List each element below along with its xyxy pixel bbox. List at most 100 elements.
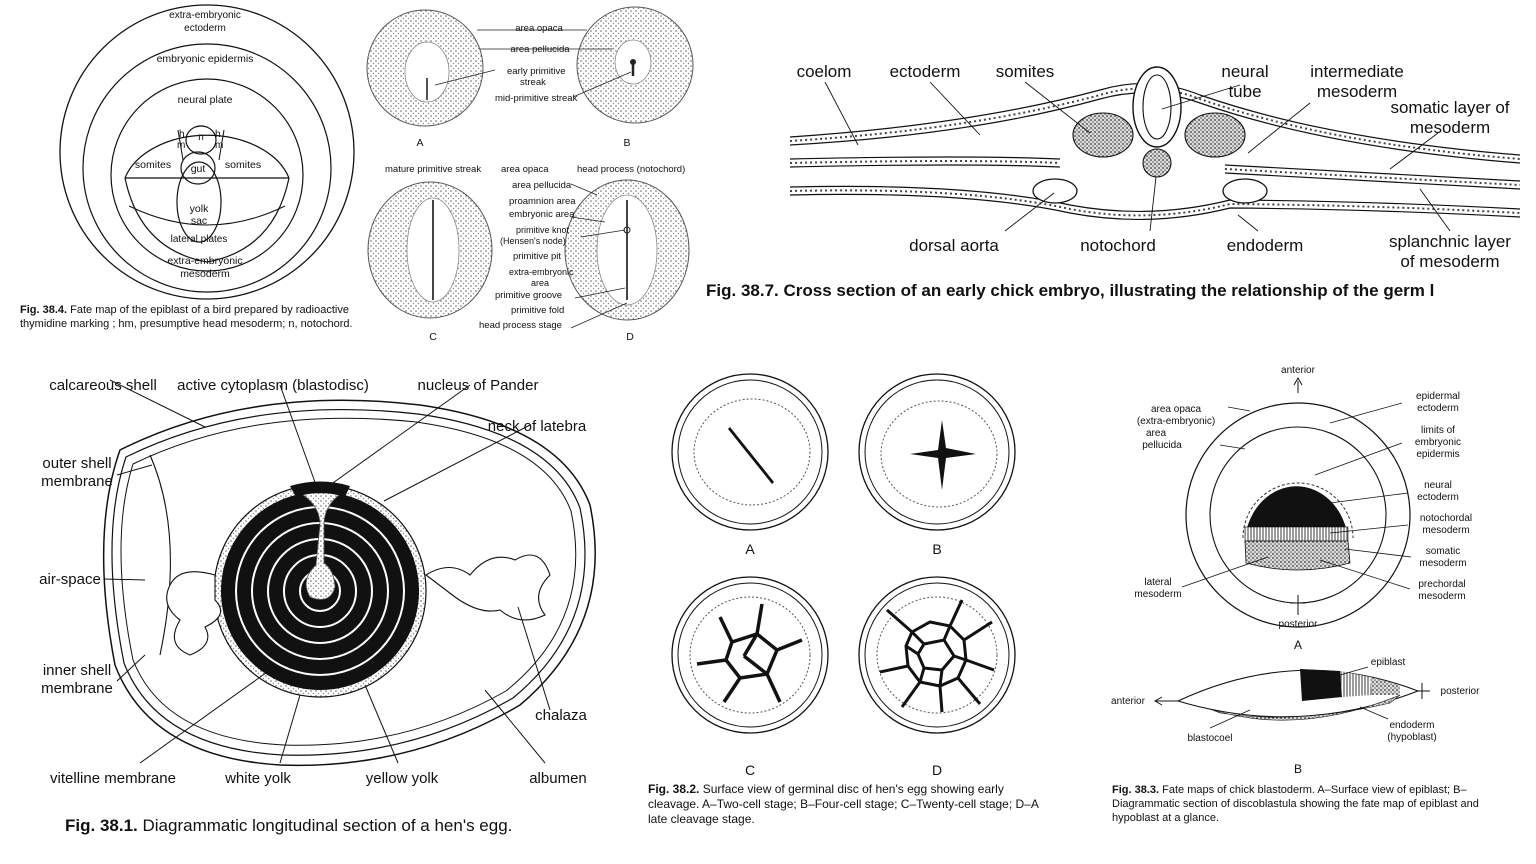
label-calcareous-shell: calcareous shell <box>49 377 157 394</box>
label-somatic-mesoderm-2: mesoderm <box>1419 558 1466 569</box>
label-prechordal-2: mesoderm <box>1418 591 1465 602</box>
label-area-opaca-bottom: area opaca <box>501 164 549 175</box>
fig-38-7-cross-section: coelom ectoderm somites neural tube inte… <box>770 55 1536 275</box>
label-n: n <box>198 132 204 143</box>
label-notochordal-1: notochordal <box>1420 513 1472 524</box>
label-m-left: m <box>177 140 185 151</box>
label-air-space: air-space <box>39 571 101 588</box>
fig-38-3-caption-number: Fig. 38.3. <box>1112 784 1160 796</box>
label-notochordal-2: mesoderm <box>1422 525 1469 536</box>
fig-38-7-caption: Fig. 38.7. Cross section of an early chi… <box>706 280 1536 301</box>
fig-38-1-caption-text: Diagrammatic longitudinal section of a h… <box>142 816 513 835</box>
cleavage-diagram: A B C D <box>671 373 1016 778</box>
label-primitive-knot-2: (Hensen's node) <box>500 236 566 246</box>
label-area-pellucida-2: pellucida <box>1142 440 1182 451</box>
label-mature-primitive-streak: mature primitive streak <box>385 164 481 175</box>
label-prechordal-1: prechordal <box>1418 579 1465 590</box>
label-neck-of-latebra: neck of latebra <box>488 418 587 435</box>
fig-38-4-caption: Fig. 38.4. Fate map of the epiblast of a… <box>20 304 365 332</box>
fig-38-1-caption: Fig. 38.1. Diagrammatic longitudinal sec… <box>65 815 625 836</box>
label-nucleus-of-pander: nucleus of Pander <box>418 377 539 394</box>
letter-cleavage-b: B <box>932 541 941 557</box>
label-intermediate-1: intermediate <box>1310 62 1404 81</box>
letter-stage-c: C <box>429 331 437 343</box>
label-head-process-stage: head process stage <box>479 320 562 331</box>
fig-38-3-caption-text: Fate maps of chick blastoderm. A–Surface… <box>1112 784 1479 824</box>
cross-section-diagram: coelom ectoderm somites neural tube inte… <box>789 62 1521 271</box>
label-outer-shell-1: outer shell <box>42 455 111 472</box>
blastoderm-diagram: anterior area opaca (extra-embryonic) ar… <box>1111 365 1481 776</box>
letter-fate-map-b: B <box>1294 762 1302 776</box>
label-gut: gut <box>191 163 206 175</box>
fig-38-4-caption-text: Fate map of the epiblast of a bird prepa… <box>20 304 353 330</box>
fig-38-7-caption-number: Fig. 38.7. <box>706 281 779 300</box>
fig-38-2-caption: Fig. 38.2. Surface view of germinal disc… <box>648 782 1058 827</box>
label-somites-left: somites <box>135 159 171 171</box>
label-notochord: notochord <box>1080 236 1156 255</box>
label-primitive-knot-1: primitive knot <box>516 225 570 235</box>
label-primitive-pit: primitive pit <box>513 251 561 262</box>
label-inner-shell-2: membrane <box>41 680 113 697</box>
label-neural-ectoderm-1: neural <box>1424 480 1452 491</box>
label-lateral-mesoderm-2: mesoderm <box>1134 589 1181 600</box>
label-extra-embryonic-area-2: area <box>531 278 549 288</box>
fig-38-3-blastoderm-fate-map: anterior area opaca (extra-embryonic) ar… <box>1100 345 1536 785</box>
label-area-opaca-1: area opaca <box>1151 404 1201 415</box>
label-primitive-fold: primitive fold <box>511 305 564 316</box>
label-inner-shell-1: inner shell <box>43 662 111 679</box>
label-blastocoel: blastocoel <box>1187 733 1232 744</box>
label-embryonic-area: embryonic area <box>509 209 575 220</box>
fig-38-2-caption-number: Fig. 38.2. <box>648 782 700 796</box>
label-area-pellucida-1: area <box>1146 428 1166 439</box>
label-yellow-yolk: yellow yolk <box>366 770 439 787</box>
label-somites-right: somites <box>225 159 261 171</box>
label-white-yolk: white yolk <box>224 770 291 787</box>
fig-38-1-egg-section: calcareous shell active cytoplasm (blast… <box>0 365 640 790</box>
letter-cleavage-c: C <box>745 762 755 778</box>
label-area-pellucida-bottom: area pellucida <box>512 180 572 191</box>
label-active-cytoplasm: active cytoplasm (blastodisc) <box>177 377 369 394</box>
label-endoderm: endoderm <box>1227 236 1304 255</box>
label-extra-embryonic-ectoderm-2: ectoderm <box>184 23 226 34</box>
label-yolk: yolk <box>190 203 209 215</box>
label-area-opaca-2: (extra-embryonic) <box>1137 416 1215 427</box>
letter-stage-a: A <box>416 137 423 149</box>
label-intermediate-2: mesoderm <box>1317 82 1397 101</box>
label-anterior-a: anterior <box>1281 365 1316 376</box>
label-extra-embryonic-mesoderm-1: extra-embryonic <box>167 255 242 267</box>
label-early-primitive-streak-2: streak <box>520 77 546 88</box>
fate-map-diagram: extra-embryonic ectoderm embryonic epide… <box>59 4 355 300</box>
label-splanchnic-2: of mesoderm <box>1400 252 1499 271</box>
label-extra-embryonic-ectoderm-1: extra-embryonic <box>169 10 241 21</box>
label-somatic-2: mesoderm <box>1410 118 1490 137</box>
label-neural-1: neural <box>1221 62 1268 81</box>
label-vitelline-membrane: vitelline membrane <box>50 770 176 787</box>
label-h-right: h <box>215 129 221 140</box>
letter-cleavage-a: A <box>745 541 755 557</box>
label-extra-embryonic-area-1: extra-embryonic <box>509 267 574 277</box>
label-mid-primitive-streak: mid-primitive streak <box>495 93 578 104</box>
label-splanchnic-1: splanchnic layer <box>1389 232 1511 251</box>
label-sac: sac <box>191 215 207 227</box>
label-area-opaca-top: area opaca <box>515 23 563 34</box>
label-ectoderm: ectoderm <box>890 62 961 81</box>
stages-diagram: area opaca area pellucida early primitiv… <box>366 6 694 343</box>
label-lateral-plates: lateral plates <box>171 234 228 245</box>
label-embryonic-epidermis: embryonic epidermis <box>157 53 254 65</box>
label-epiblast: epiblast <box>1371 657 1406 668</box>
label-neural-ectoderm-2: ectoderm <box>1417 492 1459 503</box>
label-albumen: albumen <box>529 770 587 787</box>
label-posterior-b: posterior <box>1441 686 1481 697</box>
label-chalaza: chalaza <box>535 707 587 724</box>
fig-38-4-caption-number: Fig. 38.4. <box>20 304 68 316</box>
label-limits-3: epidermis <box>1416 449 1459 460</box>
label-proamnion-area: proamnion area <box>509 196 576 207</box>
label-endoderm-hypoblast-2: (hypoblast) <box>1387 732 1436 743</box>
label-lateral-mesoderm-1: lateral <box>1144 577 1171 588</box>
label-coelom: coelom <box>797 62 852 81</box>
fig-38-1-caption-number: Fig. 38.1. <box>65 816 138 835</box>
label-somatic-mesoderm-1: somatic <box>1426 546 1460 557</box>
label-dorsal-aorta: dorsal aorta <box>909 236 999 255</box>
label-endoderm-hypoblast-1: endoderm <box>1389 720 1434 731</box>
label-somites: somites <box>996 62 1055 81</box>
